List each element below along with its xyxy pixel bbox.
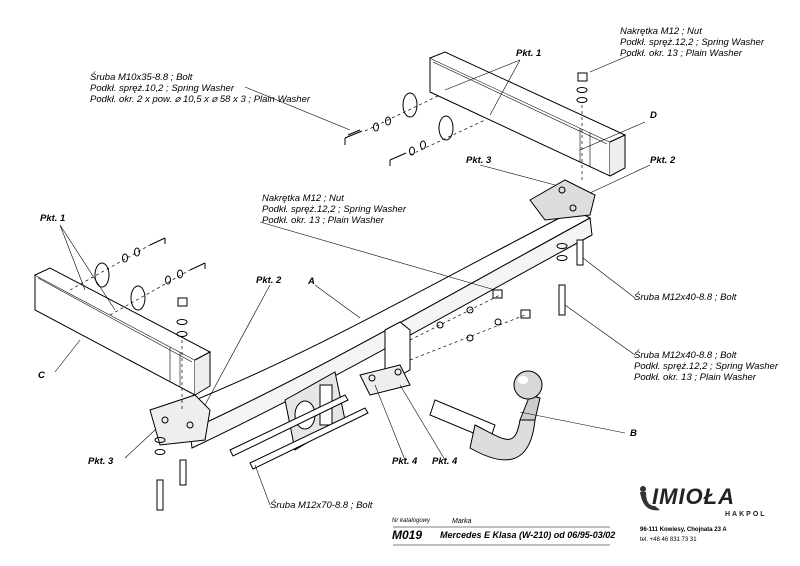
label-pkt3-right: Pkt. 3 (466, 155, 492, 166)
label-pkt3-left: Pkt. 3 (88, 456, 114, 467)
company-logo-mark (640, 486, 660, 511)
label-part-a: A (308, 276, 315, 287)
label-pkt2-left: Pkt. 2 (256, 275, 282, 286)
leader-lines (54, 54, 651, 506)
ball-arm-b (429, 370, 543, 461)
catalog-label: Nr katalogowy (392, 518, 431, 524)
vertical-fasteners (154, 72, 588, 511)
label-bolt-right-1: Śruba M12x40-8.8 ; Bolt (634, 292, 737, 303)
label-part-d: D (650, 110, 657, 121)
label-part-b: B (630, 428, 637, 439)
washers-top-left (344, 92, 486, 166)
catalog-number: M019 (392, 528, 423, 542)
company-address: 96-111 Kowiesy, Chojnata 23 A (640, 527, 727, 533)
label-bolt-top-left: Śruba M10x35-8.8 ; Bolt Podkł. spręż.10,… (90, 72, 311, 105)
label-pkt2-right: Pkt. 2 (650, 155, 676, 166)
label-pkt1-left: Pkt. 1 (40, 213, 66, 224)
brand-label: Marka (452, 518, 472, 525)
label-bolt-right-2: Śruba M12x40-8.8 ; Bolt Podkł. spręż.12,… (634, 350, 778, 383)
vehicle-model: Mercedes E Klasa (W-210) od 06/95-03/02 (440, 530, 616, 540)
label-part-c: C (38, 370, 45, 381)
company-phone: tel. +48 46 831 73 31 (640, 537, 697, 543)
label-nut-center: Nakrętka M12 ; Nut Podkł. spręż.12,2 ; S… (262, 193, 406, 226)
company-name: IMIOŁA (652, 484, 735, 509)
label-pkt4-b: Pkt. 4 (432, 456, 458, 467)
label-nut-top-right: Nakrętka M12 ; Nut Podkł. spręż.12,2 ; S… (620, 26, 764, 59)
company-sub: HAKPOL (725, 511, 767, 518)
footer-lines (393, 526, 610, 546)
label-pkt4-a: Pkt. 4 (392, 456, 418, 467)
crossbar-a (149, 179, 596, 449)
rail-d (429, 51, 627, 177)
label-bolt-bottom: Śruba M12x70-8.8 ; Bolt (270, 500, 373, 511)
long-bolts (229, 394, 369, 470)
label-pkt1-top: Pkt. 1 (516, 48, 542, 59)
washers-left (69, 237, 206, 316)
center-nuts (409, 289, 531, 361)
